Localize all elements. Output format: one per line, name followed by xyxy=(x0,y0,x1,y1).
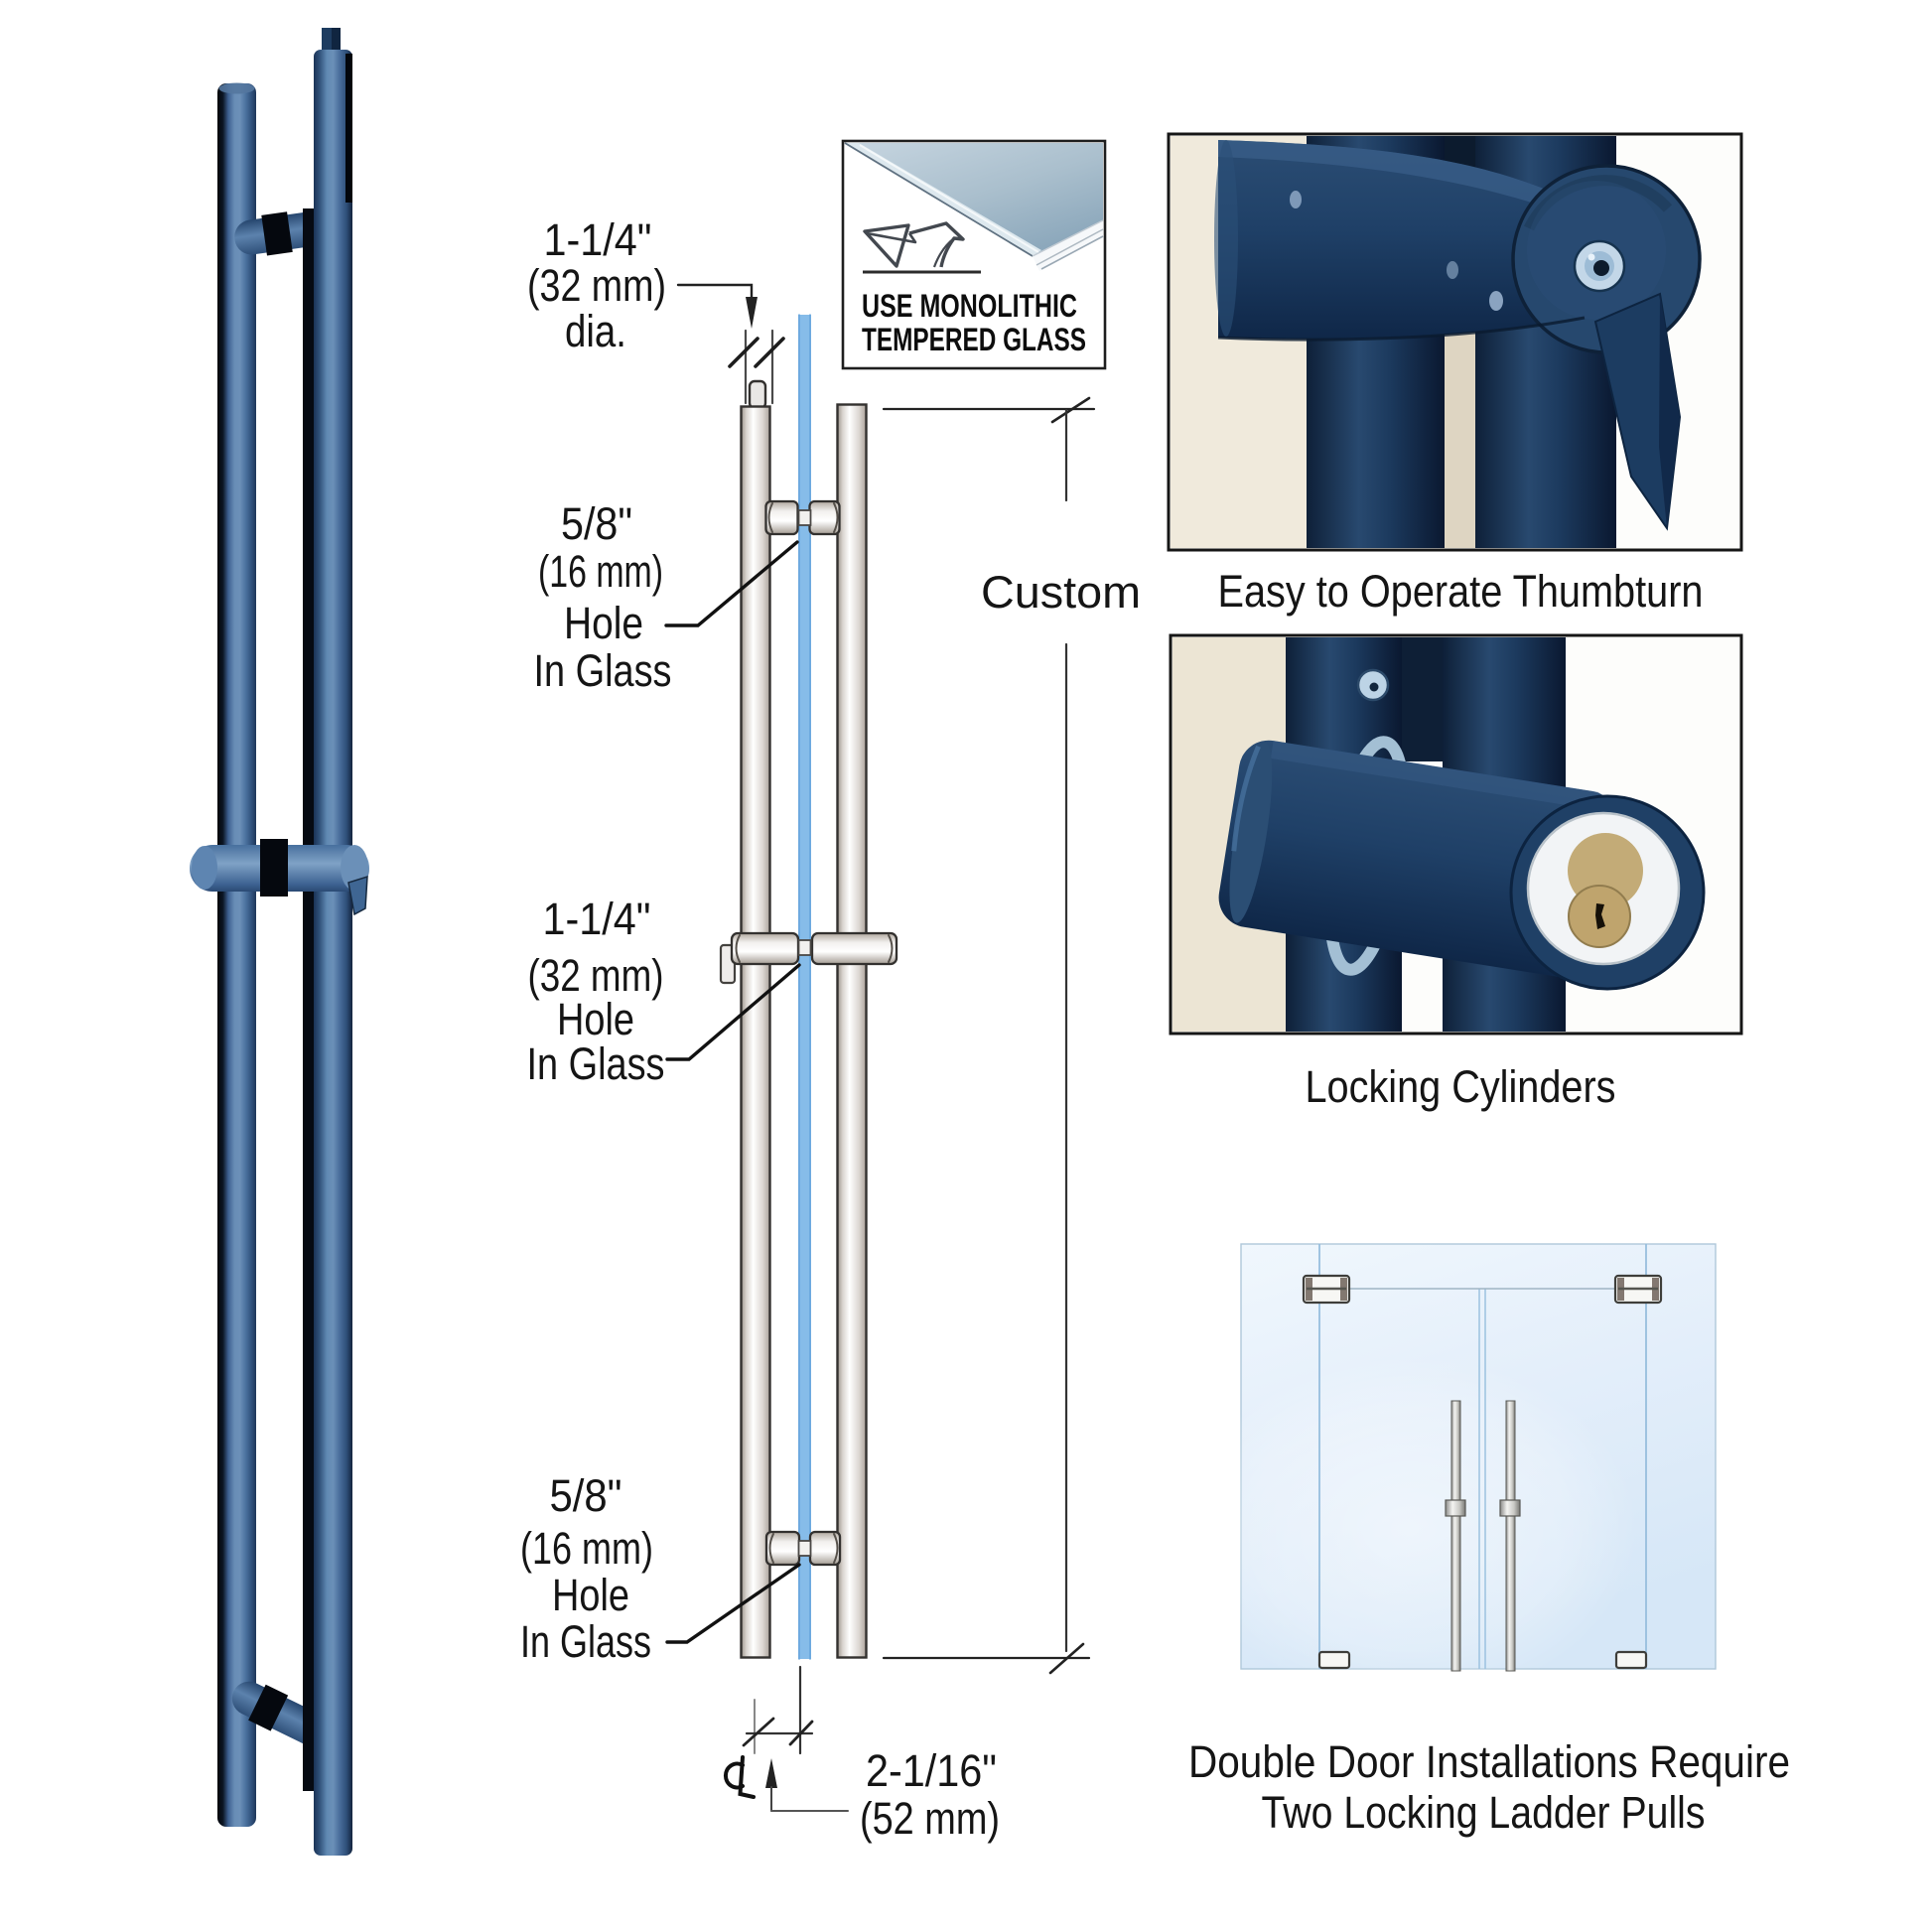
svg-text:Double Door Installations Requ: Double Door Installations Require xyxy=(1188,1736,1790,1787)
svg-text:In Glass: In Glass xyxy=(520,1616,651,1667)
svg-text:In Glass: In Glass xyxy=(534,645,672,696)
svg-text:5/8": 5/8" xyxy=(550,1470,622,1521)
svg-text:(52 mm): (52 mm) xyxy=(860,1793,1000,1844)
svg-text:1-1/4": 1-1/4" xyxy=(543,894,651,944)
svg-text:(32 mm): (32 mm) xyxy=(528,950,664,1001)
svg-text:dia.: dia. xyxy=(565,306,626,356)
svg-text:Two Locking Ladder Pulls: Two Locking Ladder Pulls xyxy=(1262,1787,1706,1838)
svg-text:Hole: Hole xyxy=(552,1570,629,1620)
svg-text:Hole: Hole xyxy=(557,994,634,1044)
svg-text:Easy to Operate Thumbturn: Easy to Operate Thumbturn xyxy=(1218,566,1704,617)
svg-text:TEMPERED GLASS: TEMPERED GLASS xyxy=(862,322,1086,357)
svg-text:(16 mm): (16 mm) xyxy=(538,546,663,597)
svg-text:USE MONOLITHIC: USE MONOLITHIC xyxy=(862,288,1077,324)
svg-text:Custom: Custom xyxy=(981,567,1141,618)
svg-text:(16 mm): (16 mm) xyxy=(520,1523,653,1574)
svg-text:1-1/4": 1-1/4" xyxy=(544,214,652,265)
svg-text:Hole: Hole xyxy=(564,598,643,648)
svg-text:In Glass: In Glass xyxy=(527,1038,665,1089)
svg-text:(32 mm): (32 mm) xyxy=(527,260,666,311)
svg-text:5/8": 5/8" xyxy=(561,498,632,549)
svg-text:Locking Cylinders: Locking Cylinders xyxy=(1306,1061,1616,1112)
svg-text:2-1/16": 2-1/16" xyxy=(866,1745,997,1796)
